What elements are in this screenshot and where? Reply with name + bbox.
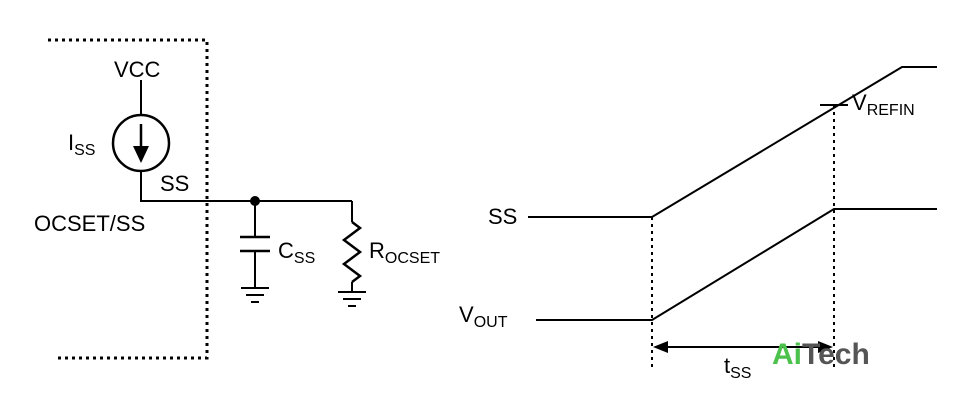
css-label: CSS	[278, 238, 315, 267]
vrefin-label: VREFIN	[852, 90, 915, 119]
timing-diagram: SS VOUT VREFIN tSS	[459, 66, 937, 382]
ss-node-label: SS	[160, 171, 189, 196]
tss-label: tSS	[724, 353, 751, 382]
current-source-iss	[111, 113, 171, 173]
ic-boundary	[48, 38, 209, 360]
tss-arrow	[653, 341, 833, 353]
capacitor-ground-icon	[241, 287, 269, 303]
iss-label: ISS	[68, 130, 95, 159]
ss-node-wire	[140, 171, 352, 202]
resistor-ground-icon	[338, 291, 366, 307]
resistor-rocset	[341, 201, 363, 292]
vout-label: VOUT	[459, 302, 508, 331]
capacitor-css	[240, 201, 270, 288]
vout-waveform	[536, 208, 937, 321]
svg-text:AiTech: AiTech	[772, 338, 870, 371]
ss-waveform	[528, 66, 937, 218]
vcc-label: VCC	[114, 57, 161, 82]
aitech-watermark: AiTech	[772, 338, 870, 371]
rocset-label: ROCSET	[369, 238, 440, 267]
circuit-schematic: VCC ISS SS OCSET/SS CSS ROCSET	[34, 38, 440, 360]
ss-signal-label: SS	[488, 204, 517, 229]
pin-label: OCSET/SS	[34, 211, 145, 236]
